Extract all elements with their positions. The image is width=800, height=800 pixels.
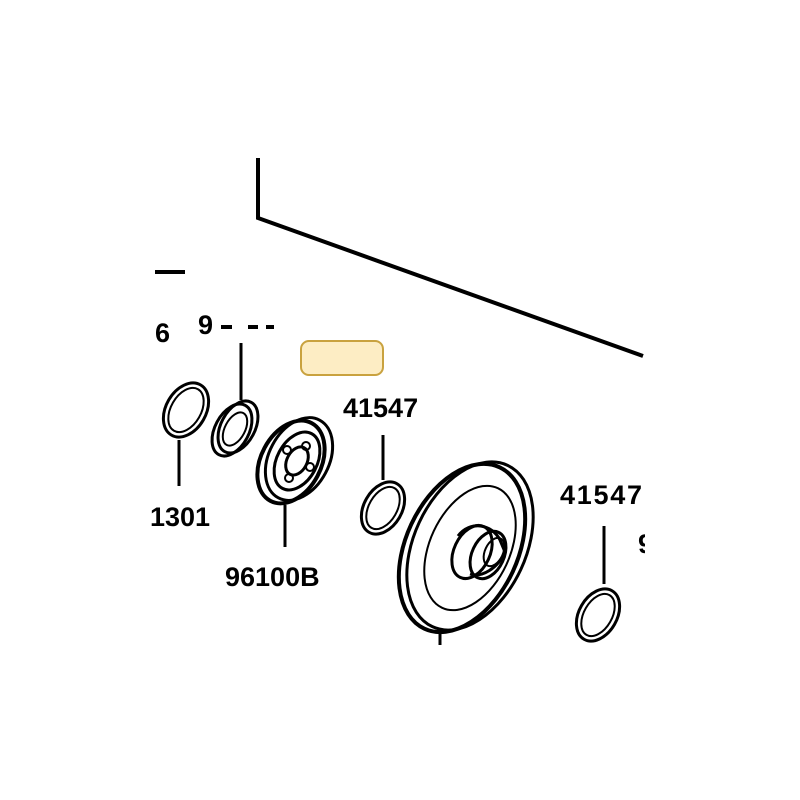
ball-bearing <box>255 416 335 547</box>
label-right-o-ring: 41547 <box>560 480 642 510</box>
center-o-ring <box>359 435 407 536</box>
housing-outline <box>256 158 644 358</box>
partial-label-fragments <box>155 270 274 329</box>
label-top-left-partial: 6 <box>155 318 170 348</box>
crop-mask-right <box>645 0 800 800</box>
label-center-o-ring: 41547 <box>343 393 418 423</box>
label-left-ring: 1301 <box>150 502 210 532</box>
highlight-callout-box <box>300 340 384 376</box>
left-o-ring <box>161 381 211 486</box>
oil-seal <box>210 343 260 458</box>
label-bearing: 96100B <box>225 562 320 592</box>
right-o-ring <box>574 526 622 643</box>
label-seal-partial: 9 <box>198 310 213 340</box>
hub-disc <box>396 460 535 645</box>
